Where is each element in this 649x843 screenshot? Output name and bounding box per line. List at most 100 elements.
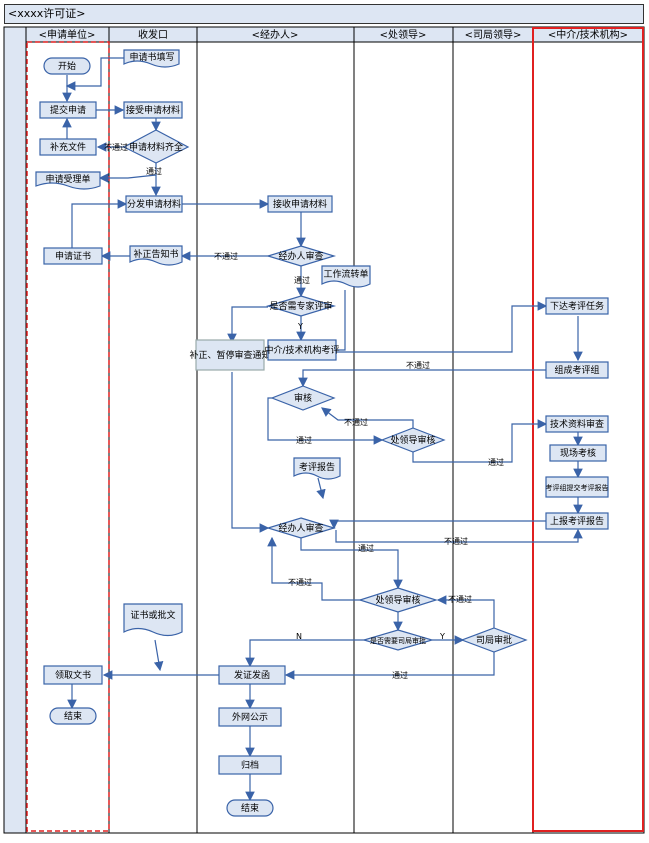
- node-archive-label: 归档: [241, 759, 259, 771]
- node-revise-note: [195, 339, 265, 371]
- node-end-applicant-label: 结束: [64, 710, 82, 722]
- node-collect-doc-label: 申请证书: [55, 250, 91, 262]
- lane-header-applicant: <申请单位>: [39, 28, 96, 41]
- label-not-pass-3: 不通过: [406, 360, 430, 370]
- lane-header-receive: 收发口: [138, 28, 168, 41]
- node-submit-label: 提交申请: [50, 104, 86, 116]
- node-form-group: [545, 361, 609, 379]
- node-whether-level-label: 是否需要司局审批: [370, 636, 426, 645]
- agency-lane-border: [532, 27, 644, 832]
- node-bureau-review-label: 司局审批: [476, 634, 512, 646]
- node-license-doc-label: 证书或批文: [130, 609, 175, 621]
- node-pending-decision: [380, 427, 446, 453]
- node-archive: [218, 755, 282, 775]
- node-collect-doc: [43, 247, 103, 265]
- node-supplement-label: 补充文件: [50, 141, 86, 153]
- node-agency-review: [267, 339, 337, 361]
- node-section-review-label: 处领导审核: [375, 594, 420, 606]
- node-work-note: [321, 265, 371, 288]
- edges: [62, 57, 583, 802]
- node-handler-check-label: 经办人审查: [278, 522, 323, 534]
- node-supplement: [39, 138, 97, 156]
- diagram-title: <xxxx许可证>: [4, 4, 644, 24]
- label-pass-6: 通过: [392, 670, 408, 680]
- node-site-check: [549, 444, 607, 462]
- label-not-pass-4: 不通过: [344, 417, 368, 427]
- lane-header-agency: <中介/技术机构>: [548, 28, 628, 41]
- node-receive-materials: [123, 101, 183, 119]
- label-pass-5: 通过: [358, 543, 374, 553]
- node-audit: [270, 385, 336, 411]
- node-publish-label: 外网公示: [232, 711, 268, 723]
- node-check-materials: [122, 129, 190, 164]
- label-not-pass-7: 不通过: [448, 594, 472, 604]
- node-agency-review-label: 中介/技术机构考评: [264, 344, 339, 356]
- node-handler-receive-label: 接收申请材料: [273, 198, 327, 210]
- lane-header-section: <处领导>: [380, 28, 427, 41]
- label-not-pass-1: 不通过: [104, 142, 128, 152]
- label-pass-1: 通过: [146, 166, 162, 176]
- node-receive-license: [43, 665, 103, 685]
- label-pass-3: 通过: [296, 435, 312, 445]
- node-revise-note-label: 补正、暂停审查通知: [189, 349, 270, 361]
- lane-header-bureau: <司局领导>: [465, 28, 522, 41]
- lane-header-handler: <经办人>: [252, 28, 299, 41]
- label-no: N: [296, 632, 302, 641]
- node-work-note-label: 工作流转单: [323, 268, 368, 280]
- node-issue-label: 发证发函: [234, 669, 270, 681]
- node-submit: [39, 101, 97, 119]
- node-audit-label: 审核: [294, 392, 312, 404]
- node-site-check-label: 现场考核: [560, 447, 596, 459]
- node-notice-accept: [35, 171, 101, 190]
- label-yes-2: Y: [439, 632, 445, 641]
- node-expert-task: [545, 297, 609, 315]
- label-yes-1: Y: [297, 322, 303, 331]
- label-not-pass-6: 不通过: [288, 577, 312, 587]
- node-fill-form-label: 申请书填写: [129, 51, 174, 63]
- left-margin: [3, 26, 27, 834]
- node-reply-notice: [129, 245, 183, 266]
- node-bureau-review: [460, 627, 528, 653]
- node-distribute-label: 分发申请材料: [127, 198, 181, 210]
- node-report-doc-label: 考评报告: [299, 461, 335, 473]
- node-end-applicant: [49, 707, 97, 725]
- node-form-group-label: 组成考评组: [554, 364, 599, 376]
- node-submit-report: [545, 476, 609, 498]
- label-not-pass-2: 不通过: [214, 251, 238, 261]
- applicant-lane-border: [26, 41, 110, 832]
- node-end-handler: [226, 799, 274, 817]
- node-check-materials-label: 申请材料齐全: [129, 141, 183, 153]
- node-report-doc: [293, 457, 341, 480]
- node-end-handler-label: 结束: [241, 802, 259, 814]
- node-expert-task-label: 下达考评任务: [550, 300, 604, 312]
- node-tech-review: [545, 415, 609, 433]
- label-not-pass-5: 不通过: [444, 536, 468, 546]
- node-section-review: [358, 587, 438, 613]
- node-first-review: [265, 245, 337, 267]
- node-reply-notice-label: 补正告知书: [133, 248, 178, 260]
- frame: [3, 26, 645, 834]
- node-first-review-label: 经办人审查: [278, 250, 323, 262]
- node-notice-accept-label: 申请受理单: [45, 173, 90, 185]
- node-license-doc: [123, 603, 183, 637]
- node-receive-materials-label: 接受申请材料: [126, 104, 180, 116]
- label-pass-2: 通过: [294, 275, 310, 285]
- node-receive-license-label: 领取文书: [55, 669, 91, 681]
- node-fill-form: [123, 49, 180, 68]
- node-start: [43, 57, 91, 75]
- node-need-expert: [265, 295, 337, 317]
- node-report-review-label: 上报考评报告: [550, 515, 604, 527]
- label-pass-4: 通过: [488, 457, 504, 467]
- node-whether-level: [361, 629, 435, 651]
- node-publish: [218, 707, 282, 727]
- node-report-review: [545, 512, 609, 530]
- node-distribute: [125, 195, 183, 213]
- node-start-label: 开始: [58, 60, 76, 72]
- node-pending-decision-label: 处领导审核: [390, 434, 435, 446]
- node-handler-check: [265, 517, 337, 539]
- node-submit-report-label: 考评组提交考评报告: [546, 483, 609, 492]
- node-handler-receive: [267, 195, 333, 213]
- node-need-expert-label: 是否需专家评审: [269, 300, 332, 312]
